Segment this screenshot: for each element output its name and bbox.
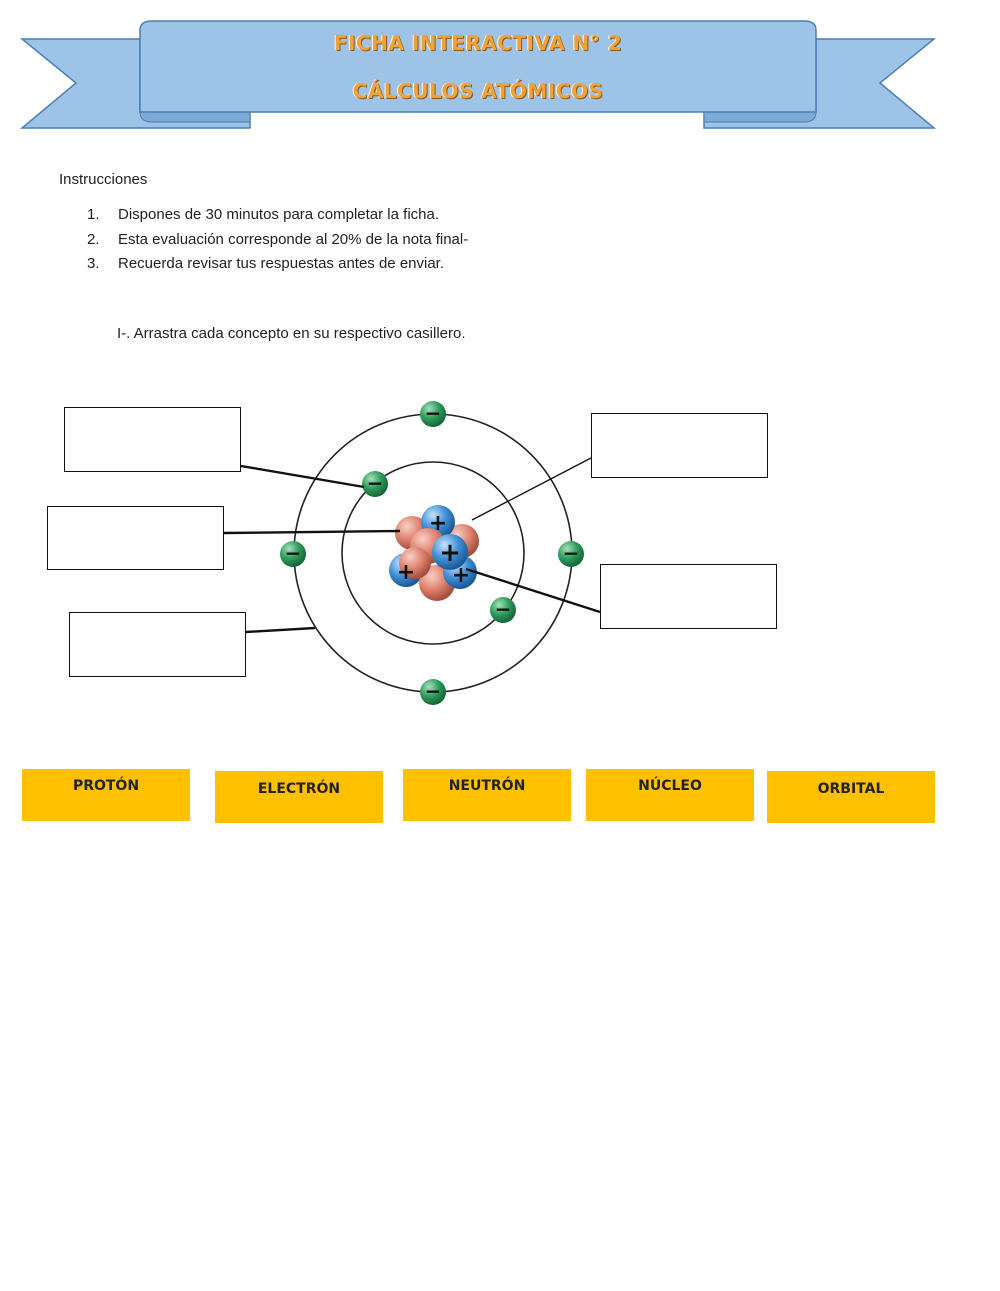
concept-chip-nucleus[interactable]: NÚCLEO: [586, 769, 754, 821]
instructions-list: 1.Dispones de 30 minutos para completar …: [87, 206, 468, 280]
electron-sign: −: [425, 401, 442, 425]
electron-sign: −: [495, 597, 512, 621]
proton-sign: +: [397, 560, 415, 585]
proton-sign: +: [452, 563, 470, 588]
banner-title: FICHA INTERACTIVA N° 2: [333, 31, 623, 55]
title-banner: [19, 20, 937, 129]
concept-chip-proton[interactable]: PROTÓN: [22, 769, 190, 821]
drop-zone-bottom-right[interactable]: [600, 564, 777, 629]
electron-sign: −: [425, 679, 442, 703]
electrons: − − − − − −: [280, 401, 584, 705]
instructions-heading: Instrucciones: [59, 171, 148, 188]
drop-zone-top-right[interactable]: [591, 413, 768, 478]
electron-sign: −: [563, 541, 580, 565]
concept-chip-electron[interactable]: ELECTRÓN: [215, 771, 383, 823]
list-item: 3.Recuerda revisar tus respuestas antes …: [87, 255, 445, 272]
list-item: 2.Esta evaluación corresponde al 20% de …: [87, 230, 469, 248]
concept-chip-orbital[interactable]: ORBITAL: [767, 771, 935, 823]
drop-zone-top-left[interactable]: [64, 407, 241, 472]
inner-orbit: [341, 461, 525, 645]
list-item: 1.Dispones de 30 minutos para completar …: [87, 206, 440, 223]
banner-subtitle: CÁLCULOS ATÓMICOS: [352, 79, 604, 103]
proton-sign: +: [439, 538, 461, 568]
drop-zone-bottom-left[interactable]: [69, 612, 246, 677]
electron-sign: −: [367, 471, 384, 495]
proton-sign: +: [429, 511, 447, 536]
concept-chip-neutron[interactable]: NEUTRÓN: [403, 769, 571, 821]
atom-diagram: + + + + − − − − − −: [223, 401, 601, 705]
nucleus: + + + +: [389, 505, 479, 601]
electron-sign: −: [285, 541, 302, 565]
leader-lines: [223, 457, 601, 634]
drop-zone-middle-left[interactable]: [47, 506, 224, 570]
section-instruction: I-. Arrastra cada concepto en su respect…: [117, 325, 466, 342]
